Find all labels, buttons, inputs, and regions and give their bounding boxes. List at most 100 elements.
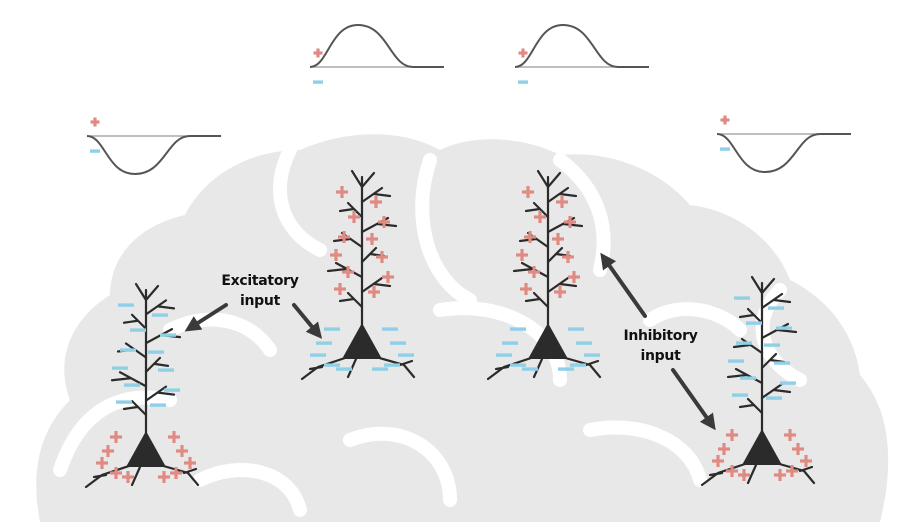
- plus-sign: [552, 233, 564, 245]
- plus-sign: [342, 266, 354, 278]
- soma-charges: [96, 431, 196, 483]
- plus-sign: [170, 467, 182, 479]
- basal-dendrites: [486, 355, 602, 381]
- excitatory-label-line-1: Excitatory: [221, 273, 299, 289]
- wave-3: [514, 23, 649, 84]
- inhibitory-label-line-1: Inhibitory: [623, 328, 698, 344]
- plus-sign: [122, 471, 134, 483]
- minus-sign: [120, 348, 136, 352]
- minus-sign: [740, 376, 756, 380]
- plus-sign: [518, 48, 528, 58]
- plus-sign: [738, 469, 750, 481]
- plus-sign: [564, 216, 576, 228]
- plus-sign: [334, 283, 346, 295]
- plus-sign: [726, 429, 738, 441]
- plus-sign: [348, 211, 360, 223]
- basal-dendrites: [300, 355, 416, 381]
- wave-4: [716, 115, 851, 174]
- plus-sign: [520, 283, 532, 295]
- minus-sign: [768, 306, 784, 310]
- minus-sign: [510, 327, 526, 331]
- minus-sign: [736, 341, 752, 345]
- plus-sign: [370, 196, 382, 208]
- plus-sign: [726, 465, 738, 477]
- plus-sign: [528, 266, 540, 278]
- plus-sign: [184, 457, 196, 469]
- plus-sign: [784, 429, 796, 441]
- plus-sign: [102, 445, 114, 457]
- plus-sign: [368, 286, 380, 298]
- plus-sign: [313, 48, 323, 58]
- minus-sign: [313, 80, 323, 84]
- minus-sign: [746, 321, 762, 325]
- dendrite-branches: [326, 169, 398, 309]
- minus-sign: [390, 341, 406, 345]
- plus-sign: [338, 231, 350, 243]
- minus-sign: [576, 341, 592, 345]
- inhibitory-label-line-2: input: [640, 348, 681, 364]
- soma: [528, 323, 568, 359]
- plus-sign: [382, 271, 394, 283]
- minus-sign: [164, 388, 180, 392]
- plus-sign: [330, 249, 342, 261]
- arrows: [184, 252, 716, 431]
- soma-charges: [712, 429, 812, 481]
- plus-sign: [168, 431, 180, 443]
- minus-sign: [310, 353, 326, 357]
- neuron-4: [700, 275, 816, 487]
- minus-sign: [158, 368, 174, 372]
- waveform-trace: [86, 135, 221, 176]
- excitatory-label-line-2: input: [240, 293, 280, 309]
- plus-sign: [554, 286, 566, 298]
- plus-sign: [158, 471, 170, 483]
- minus-sign: [728, 359, 744, 363]
- wave-1: [86, 117, 221, 176]
- plus-sign: [720, 115, 730, 125]
- minus-sign: [112, 366, 128, 370]
- minus-sign: [496, 353, 512, 357]
- soma: [126, 431, 166, 467]
- minus-sign: [570, 363, 586, 367]
- plus-sign: [534, 211, 546, 223]
- neuron-1: [84, 282, 200, 489]
- minus-sign: [774, 361, 790, 365]
- minus-sign: [732, 393, 748, 397]
- waveform-trace: [716, 133, 851, 174]
- minus-sign: [720, 147, 730, 151]
- plus-sign: [524, 231, 536, 243]
- minus-sign: [124, 383, 140, 387]
- plus-sign: [718, 443, 730, 455]
- dendrite-charges: [516, 186, 580, 298]
- minus-sign: [384, 363, 400, 367]
- waveform-trace: [514, 23, 649, 68]
- minus-sign: [502, 341, 518, 345]
- soma: [342, 323, 382, 359]
- minus-sign: [568, 327, 584, 331]
- soma-charges: [496, 327, 600, 371]
- minus-sign: [316, 341, 332, 345]
- plus-sign: [774, 469, 786, 481]
- minus-sign: [148, 350, 164, 354]
- minus-sign: [734, 296, 750, 300]
- soma: [742, 429, 782, 465]
- dendrite-charges: [112, 303, 180, 407]
- soma-charges: [310, 327, 414, 371]
- minus-sign: [150, 403, 166, 407]
- minus-sign: [116, 400, 132, 404]
- minus-sign: [152, 313, 168, 317]
- plus-sign: [336, 186, 348, 198]
- minus-sign: [336, 367, 352, 371]
- inhibitory-input-label: Inhibitory input: [608, 326, 713, 366]
- minus-sign: [382, 327, 398, 331]
- plus-sign: [516, 249, 528, 261]
- minus-sign: [372, 367, 388, 371]
- plus-sign: [376, 251, 388, 263]
- plus-sign: [712, 455, 724, 467]
- plus-sign: [800, 455, 812, 467]
- waveform-trace: [309, 23, 444, 68]
- plus-sign: [556, 196, 568, 208]
- plus-sign: [378, 216, 390, 228]
- inhibitory-arrow-down: [671, 368, 716, 431]
- minus-sign: [398, 353, 414, 357]
